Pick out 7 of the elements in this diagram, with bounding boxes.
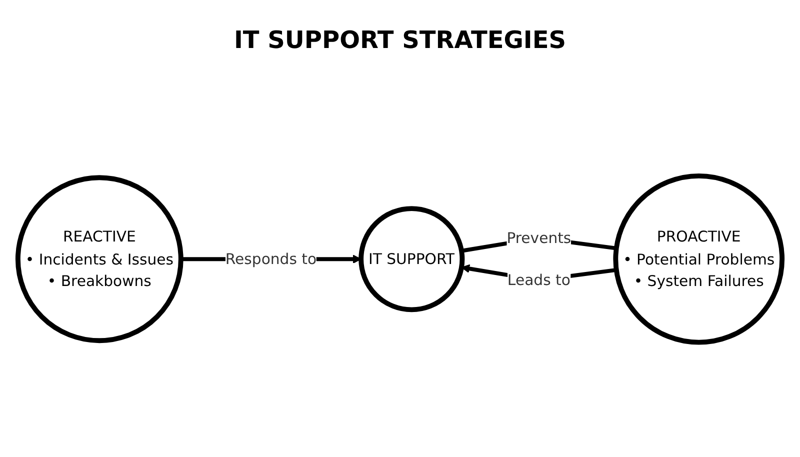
diagram-title: IT SUPPORT STRATEGIES [234, 26, 566, 54]
edge-label: Prevents [506, 229, 572, 248]
node-circle: REACTIVE • Incidents & Issues • Breakbowns [15, 176, 184, 344]
edge-label: Responds to [225, 250, 317, 268]
node-circle: PROACTIVE • Potential Problems • System Failures [613, 174, 785, 346]
node-circle: IT SUPPORT [358, 206, 465, 313]
edge-label: Leads to [507, 271, 570, 290]
